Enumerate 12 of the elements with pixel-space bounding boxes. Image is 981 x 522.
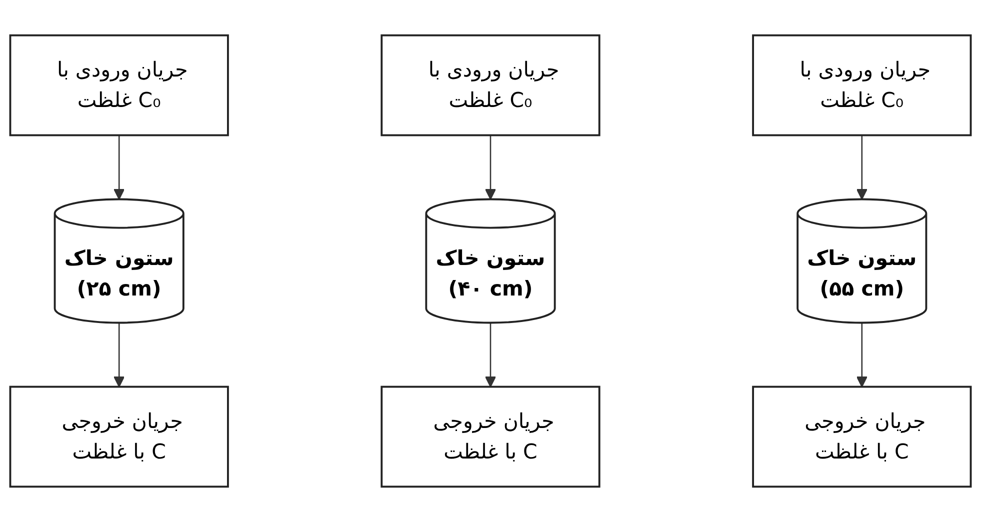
arrow — [856, 322, 868, 388]
arrow — [484, 135, 496, 200]
node-box: جریان خروجی با غلظت C — [380, 386, 600, 488]
arrow — [484, 322, 496, 388]
node-box: جریان ورودی با غلظت C₀ — [380, 34, 600, 136]
arrow — [113, 322, 125, 388]
arrow — [113, 135, 125, 200]
arrow — [856, 135, 868, 200]
node-box: جریان خروجی با غلظت C — [9, 386, 229, 488]
node-box: جریان خروجی با غلظت C — [752, 386, 972, 488]
node-box: جریان ورودی با غلظت C₀ — [752, 34, 972, 136]
node-box: جریان ورودی با غلظت C₀ — [9, 34, 229, 136]
